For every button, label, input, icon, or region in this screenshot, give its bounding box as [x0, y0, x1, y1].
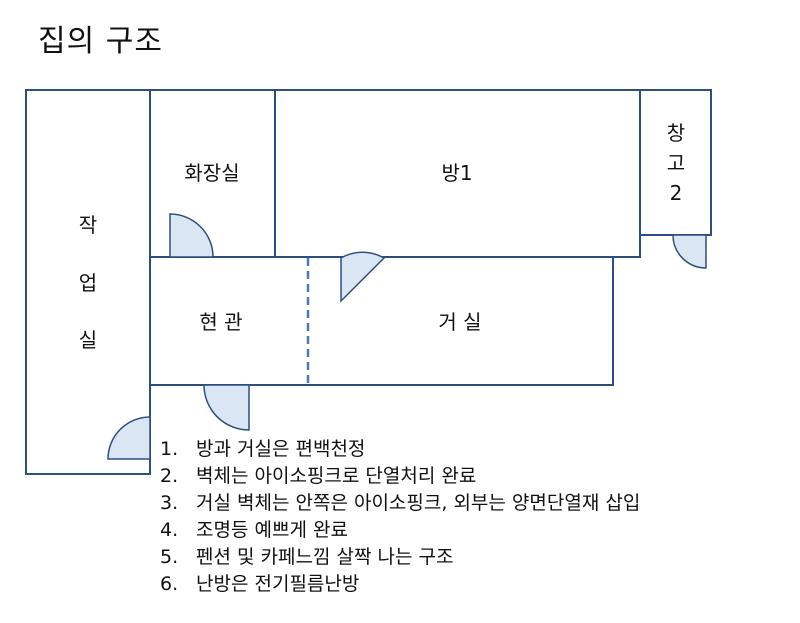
storage-label-3: 2	[670, 181, 683, 205]
entrance-door-icon	[203, 384, 250, 431]
workshop-door-icon	[107, 416, 151, 460]
note-text: 조명등 예쁘게 완료	[196, 519, 348, 541]
living-room-label: 거 실	[438, 310, 481, 334]
entrance-label: 현 관	[199, 310, 242, 334]
note-number: 1.	[160, 438, 179, 460]
note-item: 6. 난방은 전기필름난방	[160, 571, 640, 598]
note-text: 거실 벽체는 안쪽은 아이소핑크, 외부는 양면단열재 삽입	[196, 492, 641, 514]
workshop-label-3: 실	[79, 328, 97, 352]
room1-label: 방1	[441, 161, 472, 185]
note-text: 난방은 전기필름난방	[196, 573, 360, 595]
notes-list: 1. 방과 거실은 편백천정 2. 벽체는 아이소핑크로 단열처리 완료 3. 거실 …	[160, 436, 640, 598]
note-text: 펜션 및 카페느낌 살짝 나는 구조	[196, 546, 454, 568]
note-text: 방과 거실은 편백천정	[196, 438, 366, 460]
note-text: 벽체는 아이소핑크로 단열처리 완료	[196, 465, 477, 487]
workshop-label-1: 작	[79, 213, 97, 237]
room1-door-icon	[340, 251, 386, 303]
note-number: 3.	[160, 492, 179, 514]
bathroom-door-icon	[169, 213, 214, 258]
storage-label-1: 창	[667, 121, 685, 145]
note-number: 4.	[160, 519, 179, 541]
note-item: 3. 거실 벽체는 안쪽은 아이소핑크, 외부는 양면단열재 삽입	[160, 490, 640, 517]
storage-door-icon	[672, 234, 707, 269]
note-item: 2. 벽체는 아이소핑크로 단열처리 완료	[160, 463, 640, 490]
note-item: 1. 방과 거실은 편백천정	[160, 436, 640, 463]
bathroom-label: 화장실	[184, 161, 239, 185]
storage-label-2: 고	[667, 151, 685, 175]
note-number: 6.	[160, 573, 179, 595]
note-number: 2.	[160, 465, 179, 487]
entrance-living-block	[149, 256, 614, 386]
note-number: 5.	[160, 546, 179, 568]
note-item: 4. 조명등 예쁘게 완료	[160, 517, 640, 544]
workshop-label-2: 업	[79, 271, 97, 295]
note-item: 5. 펜션 및 카페느낌 살짝 나는 구조	[160, 544, 640, 571]
workshop-room	[25, 89, 151, 475]
room1-room	[274, 89, 641, 258]
diagram-title: 집의 구조	[38, 24, 163, 59]
